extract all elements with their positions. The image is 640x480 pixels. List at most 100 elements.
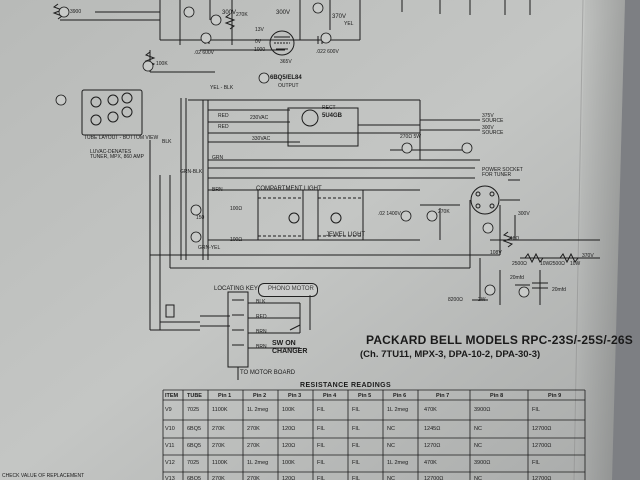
label-r-270k-b: 270K xyxy=(438,209,450,215)
document-subtitle: (Ch. 7TU11, MPX-3, DPA-10-2, DPA-30-3) xyxy=(360,349,541,360)
table-cell: 12700Ω xyxy=(424,476,444,480)
table-cell: NC xyxy=(387,426,395,432)
table-cell: NC xyxy=(474,426,482,432)
label-c022-600: .022 600V xyxy=(316,49,339,55)
table-cell: 100K xyxy=(282,407,295,413)
label-375v-source: 375V SOURCE xyxy=(482,113,504,124)
label-r-100b: 100Ω xyxy=(230,237,243,243)
table-cell: 7025 xyxy=(187,407,200,413)
table-cell: 12700Ω xyxy=(532,426,552,432)
table-cell: 6BQ5 xyxy=(187,476,202,480)
label-phono-motor: PHONO MOTOR xyxy=(268,286,314,292)
label-v300-a: 300V xyxy=(222,10,237,16)
table-cell: FIL xyxy=(317,426,325,432)
resistance-heading: RESISTANCE READINGS xyxy=(300,382,392,389)
table-cell: 270K xyxy=(212,443,225,449)
label-r-270k: 270K xyxy=(236,12,248,18)
table-cell: 12700Ω xyxy=(532,476,552,480)
table-cell: 7025 xyxy=(187,460,200,466)
label-v0: 0V xyxy=(255,39,262,45)
label-r-18: 18Ω xyxy=(510,236,520,242)
table-cell: 6BQ5 xyxy=(187,443,202,449)
schematic-wiring xyxy=(52,0,600,480)
label-v300-right: 300V xyxy=(518,211,530,217)
label-power-socket: POWER SOCKET FOR TUNER xyxy=(482,167,523,178)
table-cell: 1100K xyxy=(212,407,228,413)
table-cell: 6BQ5 xyxy=(187,426,202,432)
table-cell: 1L 2meg xyxy=(247,460,269,466)
table-cell: FIL xyxy=(352,460,360,466)
table-cell: 470K xyxy=(424,460,437,466)
table-grid xyxy=(162,389,586,480)
th-pin2: Pin 2 xyxy=(253,393,267,399)
label-to-motor-board: TO MOTOR BOARD xyxy=(240,370,296,376)
label-v13: 13V xyxy=(255,27,264,33)
label-wire-yel-blk: YEL - BLK xyxy=(210,85,234,91)
label-wire-grn-yel: GRN-YEL xyxy=(198,245,221,251)
th-pin8: Pin 8 xyxy=(490,393,504,399)
table-cell: NC xyxy=(474,476,482,480)
label-output: OUTPUT xyxy=(278,83,299,89)
th-pin1: Pin 1 xyxy=(218,393,232,399)
label-v108: 108V xyxy=(490,250,502,256)
th-item: ITEM xyxy=(165,393,179,399)
table-cell: V13 xyxy=(165,476,175,480)
label-v230vac: 230VAC xyxy=(250,115,269,121)
label-rect: RECT xyxy=(322,105,336,111)
label-v330vac: 330VAC xyxy=(252,136,271,142)
label-c20mfd-b: 20mfd xyxy=(552,287,566,293)
label-c02-1400: .02 1400V xyxy=(378,211,401,217)
label-300v-source: 300V SOURCE xyxy=(482,125,504,136)
table-cell: FIL xyxy=(532,407,540,413)
table-cell: 120Ω xyxy=(282,426,296,432)
label-locating-key: LOCATING KEY xyxy=(214,286,258,292)
label-wire-grn-blk: GRN-BLK xyxy=(180,169,203,175)
table-cell: 1245Ω xyxy=(424,426,441,432)
label-r-8200: 8200Ω xyxy=(448,297,463,303)
table-cell: 1100K xyxy=(212,460,228,466)
table-cell: NC xyxy=(387,443,395,449)
table-cell: 270K xyxy=(212,426,225,432)
th-pin4: Pin 4 xyxy=(323,393,337,399)
label-r-100a: 100Ω xyxy=(230,206,243,212)
table-cell: FIL xyxy=(317,476,325,480)
label-wire-yel: YEL xyxy=(344,21,354,27)
label-output-tube: 6BQ5/EL84 xyxy=(270,75,302,81)
label-r-2500a: 2500Ω xyxy=(512,261,527,267)
table-cell: V12 xyxy=(165,460,175,466)
label-wire-red-a: RED xyxy=(218,113,229,119)
th-pin3: Pin 3 xyxy=(288,393,302,399)
table-cell: V10 xyxy=(165,426,175,432)
label-10w-b: 10W xyxy=(570,261,581,267)
label-wire-grn: GRN xyxy=(212,155,224,161)
label-c20mfd-a: 20mfd xyxy=(510,275,524,281)
component-number-circles xyxy=(55,2,530,298)
table-cell: 100K xyxy=(282,460,295,466)
table-cell: 1L 2meg xyxy=(387,407,409,413)
table-cell: 270K xyxy=(247,476,260,480)
document-title: PACKARD BELL MODELS RPC-23S/-25S/-26S xyxy=(366,333,634,347)
table-cell: 470K xyxy=(424,407,437,413)
table-cell: FIL xyxy=(352,426,360,432)
label-c02-600: .02 600V xyxy=(194,50,215,56)
label-tuner-note: LUVAC-DENATES TUNER, MPX, 860 AMP xyxy=(90,149,144,160)
table-cell: 3900Ω xyxy=(474,460,491,466)
label-r-150: 150 xyxy=(196,215,205,221)
label-phono-brn-b: BRN xyxy=(256,344,267,350)
table-cell: 120Ω xyxy=(282,443,296,449)
label-wire-blk: BLK xyxy=(162,139,172,145)
table-cell: 270K xyxy=(247,443,260,449)
table-cell: 1L 2meg xyxy=(387,460,409,466)
label-sw-on-changer: SW ON CHANGER xyxy=(272,340,308,356)
table-cell: 270K xyxy=(247,426,260,432)
label-v300-b: 300V xyxy=(276,10,291,16)
table-cell: NC xyxy=(387,476,395,480)
table-cell: 1270Ω xyxy=(424,443,441,449)
th-pin5: Pin 5 xyxy=(358,393,372,399)
label-wire-red-b: RED xyxy=(218,124,229,130)
table-cell: 3900Ω xyxy=(474,407,491,413)
th-pin9: Pin 9 xyxy=(548,393,562,399)
table-cell: FIL xyxy=(317,407,325,413)
table-cell: 1L 2meg xyxy=(247,407,269,413)
